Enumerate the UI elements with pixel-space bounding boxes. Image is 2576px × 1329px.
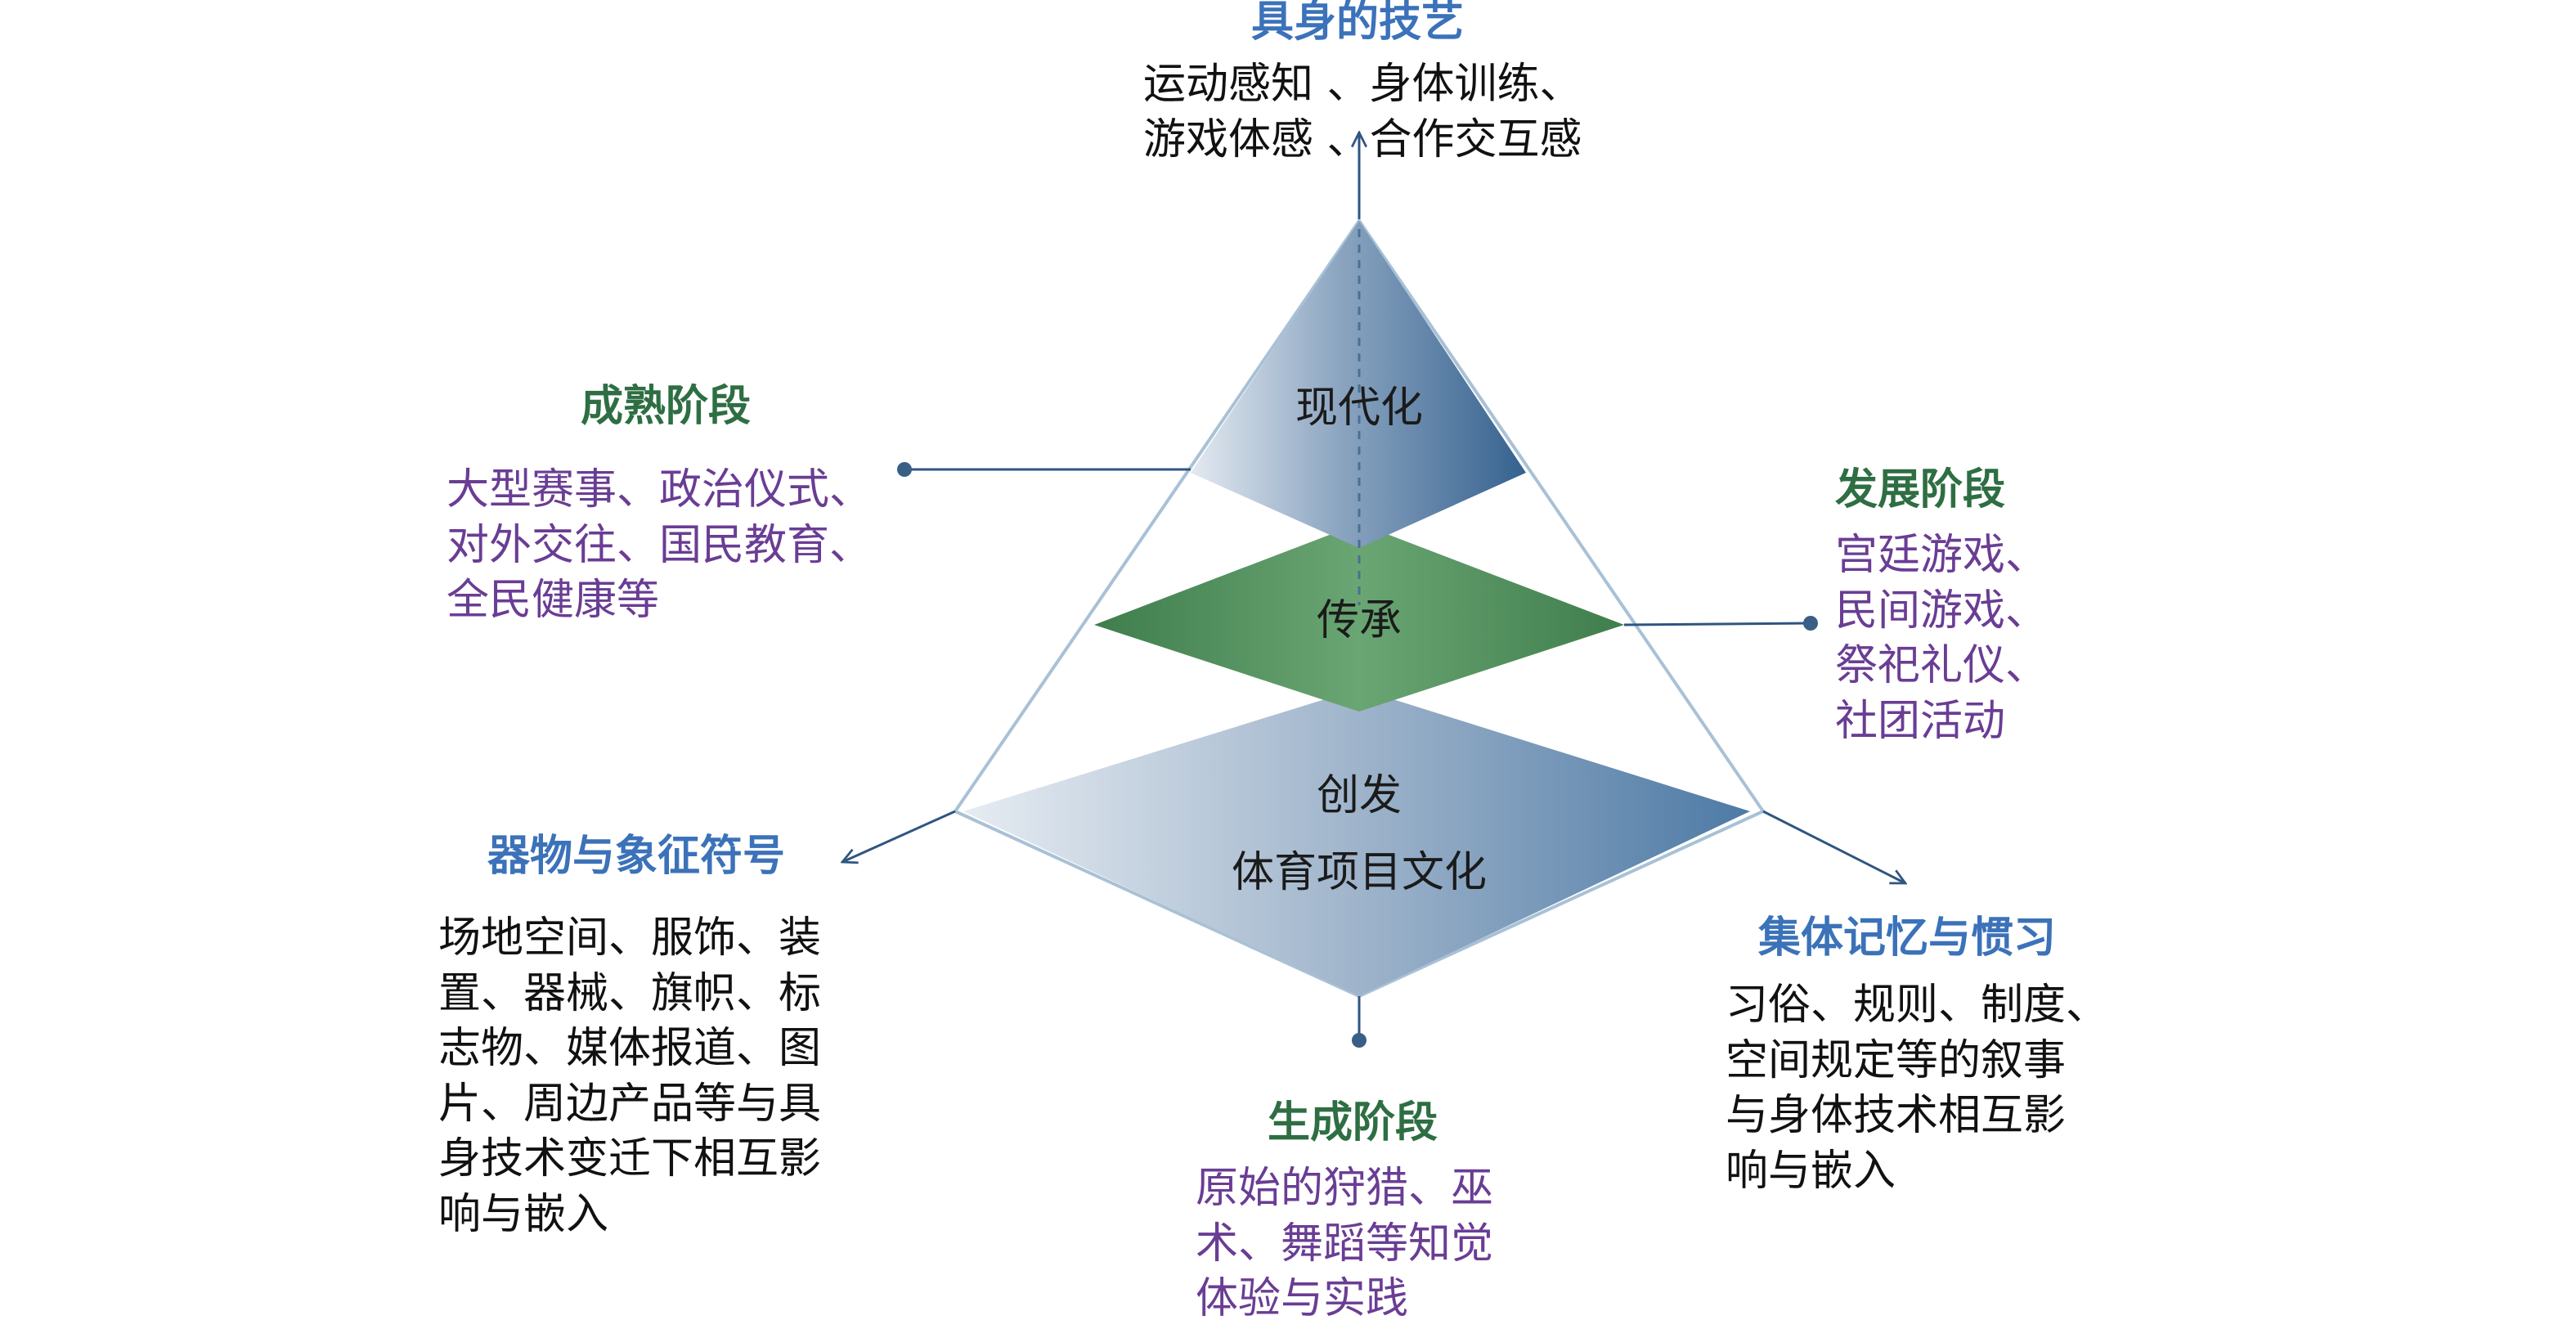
- collective-line: 空间规定等的叙事: [1726, 1035, 2067, 1085]
- top-title: 具身的技艺: [1251, 0, 1465, 47]
- collective-line: 与身体技术相互影: [1726, 1091, 2067, 1141]
- origin-line: 术、舞蹈等知觉: [1196, 1219, 1494, 1268]
- layer-middle-label: 传承: [1317, 596, 1402, 645]
- origin-line: 原始的狩猎、巫: [1196, 1164, 1494, 1213]
- connector-origin-dot: [1352, 1033, 1367, 1048]
- top-line: 运动感知 、身体训练、: [1143, 60, 1582, 109]
- symbols-line: 身技术变迁下相互影: [438, 1134, 822, 1184]
- bottom-layer-diamond: [963, 689, 1750, 996]
- symbols-line: 响与嵌入: [438, 1189, 609, 1239]
- origin-line: 体验与实践: [1196, 1274, 1409, 1324]
- develop-line: 社团活动: [1835, 696, 2006, 746]
- middle-layer-diamond: [1094, 523, 1624, 712]
- symbols-line: 片、周边产品等与具: [438, 1079, 822, 1129]
- symbols-line: 志物、媒体报道、图: [438, 1024, 822, 1074]
- layer-bottom-label-2: 体育项目文化: [1232, 848, 1488, 897]
- connector-develop-dot: [1803, 616, 1818, 631]
- arrow-right: [1762, 810, 1905, 883]
- develop-line: 祭祀礼仪、: [1835, 641, 2049, 691]
- mature-title: 成熟阶段: [581, 382, 752, 431]
- collective-line: 响与嵌入: [1726, 1146, 1896, 1196]
- develop-line: 民间游戏、: [1835, 586, 2049, 635]
- connector-develop: [1623, 622, 1811, 626]
- mature-line: 大型赛事、政治仪式、: [447, 465, 873, 514]
- develop-line: 宫廷游戏、: [1835, 531, 2049, 580]
- layer-bottom-label-1: 创发: [1317, 771, 1402, 820]
- origin-description: 原始的狩猎、巫 术、舞蹈等知觉 体验与实践: [1196, 1161, 1493, 1327]
- mature-description: 大型赛事、政治仪式、 对外交往、国民教育、 全民健康等: [447, 463, 872, 629]
- top-line: 游戏体感 、合作交互感: [1143, 114, 1582, 164]
- symbols-line: 场地空间、服饰、装: [438, 914, 822, 963]
- collective-title: 集体记忆与惯习: [1758, 914, 2057, 963]
- layer-top-label: 现代化: [1295, 384, 1424, 433]
- origin-title: 生成阶段: [1268, 1098, 1438, 1147]
- collective-description: 习俗、规则、制度、 空间规定等的叙事 与身体技术相互影 响与嵌入: [1726, 978, 2108, 1199]
- develop-description: 宫廷游戏、 民间游戏、 祭祀礼仪、 社团活动: [1835, 528, 2048, 749]
- top-description: 运动感知 、身体训练、 游戏体感 、合作交互感: [1143, 57, 1582, 168]
- arrow-left: [842, 810, 956, 862]
- connector-mature-dot: [897, 462, 912, 477]
- mature-line: 全民健康等: [447, 576, 660, 626]
- symbols-line: 置、器械、旗帜、标: [438, 968, 822, 1018]
- collective-line: 习俗、规则、制度、: [1726, 981, 2109, 1030]
- develop-title: 发展阶段: [1835, 465, 2006, 514]
- symbols-description: 场地空间、服饰、装 置、器械、旗帜、标 志物、媒体报道、图 片、周边产品等与具 …: [438, 911, 821, 1243]
- symbols-title: 器物与象征符号: [487, 832, 786, 881]
- mature-line: 对外交往、国民教育、: [447, 520, 873, 570]
